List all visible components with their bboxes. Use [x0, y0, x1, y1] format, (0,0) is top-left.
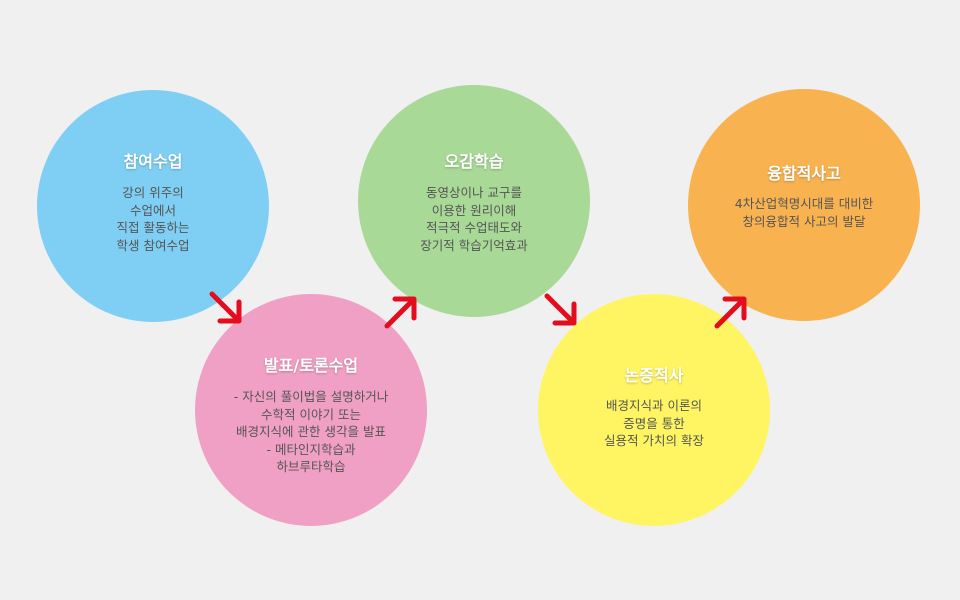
step-description-line: - 자신의 풀이법을 설명하거나: [233, 389, 389, 404]
arrow-down-right-icon: [209, 291, 242, 324]
step-description-line: 장기적 학습기억효과: [420, 237, 528, 253]
step-description-line: 학생 참여수업: [116, 237, 190, 253]
arrow-up-right-icon: [714, 296, 747, 329]
step-description-line: 강의 위주의: [122, 185, 184, 200]
step-description-line: 수학적 이야기 또는: [261, 406, 361, 422]
step-description-line: 하브루타학습: [276, 459, 346, 474]
step-circle-convergence: 융합적사고 4차산업혁명시대를 대비한 창의융합적 사고의 발달: [688, 89, 920, 321]
step-title: 논증적사: [624, 366, 684, 385]
step-description-line: 수업에서: [129, 202, 176, 218]
step-description: - 자신의 풀이법을 설명하거나 수학적 이야기 또는 배경지식에 관한 생각을…: [195, 388, 427, 476]
arrow-down-right-icon: [544, 293, 577, 326]
step-description-line: 배경지식과 이론의: [606, 398, 702, 413]
step-description: 동영상이나 교구를 이용한 원리이해 적극적 수업태도와 장기적 학습기억효과: [358, 184, 590, 254]
step-title: 발표/토론수업: [263, 356, 359, 375]
step-description-line: 직접 활동하는: [116, 220, 190, 235]
step-title: 융합적사고: [767, 164, 841, 183]
step-circle-presentation: 발표/토론수업 - 자신의 풀이법을 설명하거나 수학적 이야기 또는 배경지식…: [195, 294, 427, 526]
step-circle-participation: 참여수업 강의 위주의 수업에서 직접 활동하는 학생 참여수업: [37, 90, 269, 322]
step-description-line: 창의융합적 사고의 발달: [742, 213, 866, 229]
step-description-line: 적극적 수업태도와: [426, 220, 522, 235]
step-description-line: 증명을 통한: [623, 415, 685, 431]
step-circle-sensory: 오감학습 동영상이나 교구를 이용한 원리이해 적극적 수업태도와 장기적 학습…: [358, 85, 590, 317]
step-description: 배경지식과 이론의 증명을 통한 실용적 가치의 확장: [538, 397, 770, 450]
step-title: 오감학습: [444, 152, 504, 171]
step-title: 참여수업: [123, 152, 183, 171]
step-description-line: 4차산업혁명시대를 대비한: [734, 196, 874, 211]
arrow-up-right-icon: [384, 296, 417, 329]
step-description-line: 배경지식에 관한 생각을 발표: [236, 424, 386, 439]
step-description-line: - 메타인지학습과: [266, 441, 356, 457]
step-description-line: 이용한 원리이해: [431, 202, 517, 218]
step-description: 4차산업혁명시대를 대비한 창의융합적 사고의 발달: [688, 195, 920, 230]
step-description-line: 동영상이나 교구를: [426, 185, 522, 200]
step-description: 강의 위주의 수업에서 직접 활동하는 학생 참여수업: [37, 184, 269, 254]
step-description-line: 실용적 가치의 확장: [604, 433, 704, 448]
step-circle-argumentation: 논증적사 배경지식과 이론의 증명을 통한 실용적 가치의 확장: [538, 294, 770, 526]
